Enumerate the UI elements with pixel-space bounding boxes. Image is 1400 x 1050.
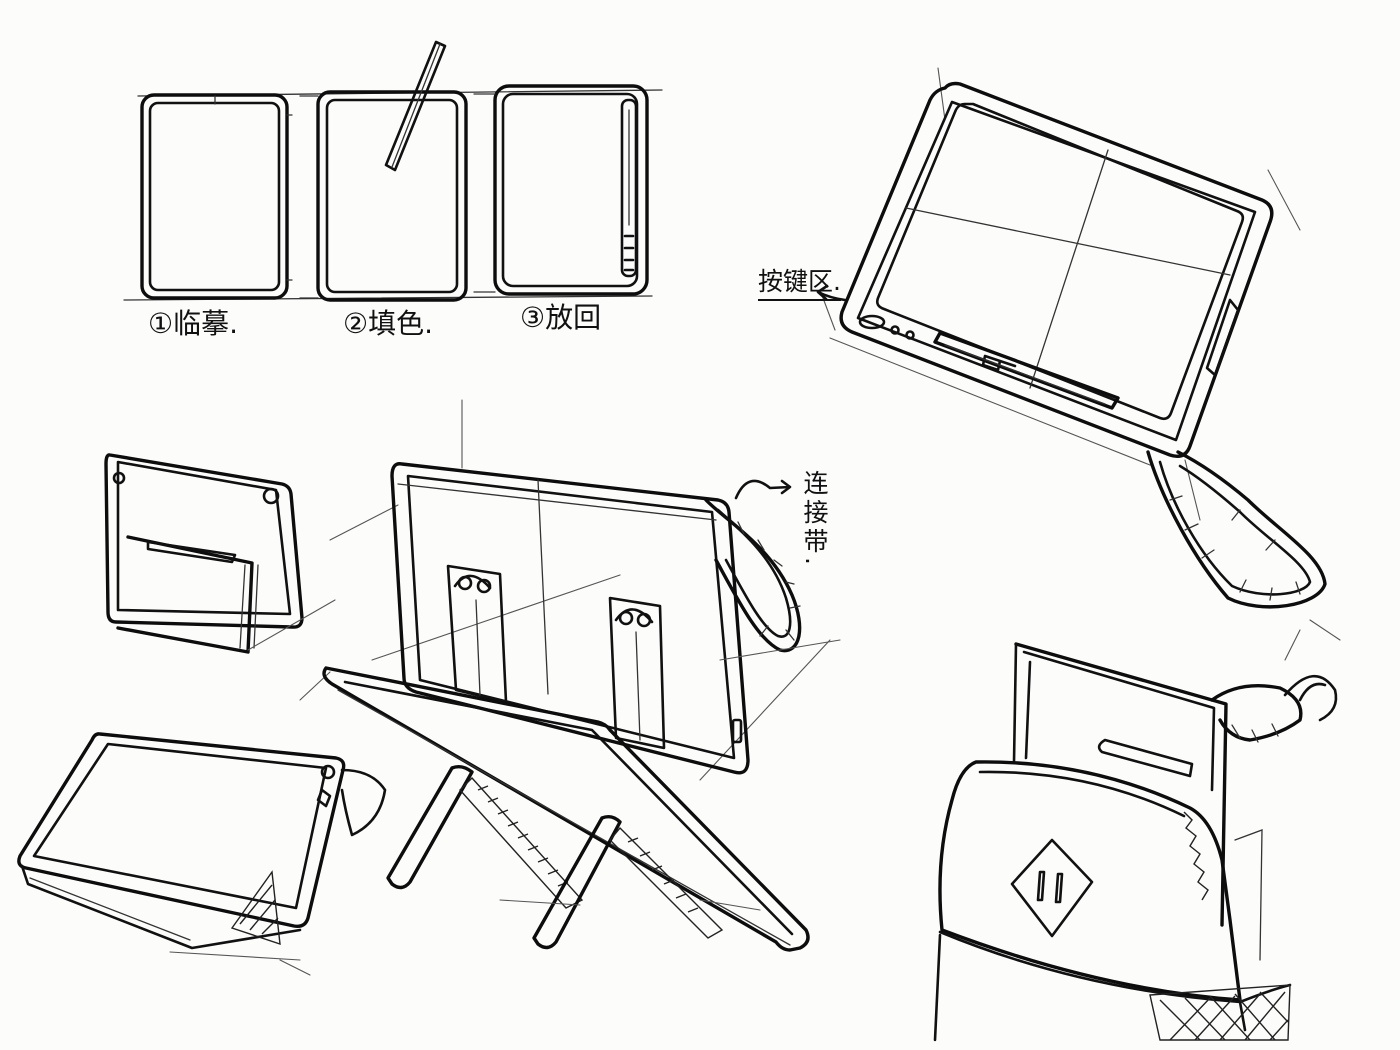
button-icon [890, 325, 900, 335]
arrow-to-buttons [816, 284, 847, 302]
side-button [1205, 298, 1240, 377]
tablet-kickstand-small [104, 453, 336, 654]
screen-guide-vertical [1029, 149, 1109, 389]
diamond-patch [1010, 838, 1094, 938]
stand-leg-right [532, 814, 724, 950]
center-seam [537, 479, 549, 695]
stand-hatched [230, 870, 281, 946]
case-inner-rim [856, 100, 1257, 442]
backpack [933, 760, 1292, 1042]
label-step2: ②填色. [343, 307, 434, 340]
stand-leg-left [386, 764, 584, 909]
button-strip [858, 314, 1120, 410]
backpack-pocket [938, 760, 1242, 1002]
wrist-strap [1146, 450, 1327, 609]
frame-inner [343, 680, 794, 936]
tablet-back-with-strap [329, 399, 831, 781]
pen-clip [1097, 738, 1194, 778]
arrow-to-strap [734, 479, 792, 500]
button-icon [905, 330, 915, 340]
strap-flap [340, 768, 387, 837]
label-step1: ①临摹. [148, 307, 239, 340]
tablet-in-backpack [933, 619, 1341, 1042]
tablet-perspective-with-strap [816, 67, 1327, 609]
screen-guide-horizontal [905, 207, 1231, 276]
screen [875, 102, 1245, 421]
tablet-step2 [299, 40, 468, 302]
label-button-area: 按键区. [758, 262, 841, 301]
step-sequence [123, 40, 663, 302]
case-back-outer [390, 462, 750, 775]
tablet-step1 [140, 93, 293, 300]
tablet-tilted [17, 732, 387, 976]
case-back-inner [406, 474, 736, 760]
zipper-teeth [1183, 811, 1209, 901]
tablet-tilted-screen [32, 742, 328, 910]
label-step3: ③放回 [520, 301, 602, 334]
connecting-strap [704, 498, 802, 653]
kickstand-slot [146, 540, 237, 564]
tablet-upright-edge [1014, 642, 1228, 927]
label-connecting-strap: 连接带. [800, 470, 829, 569]
port-icon [731, 718, 743, 744]
stylus-pen-out [384, 40, 447, 172]
tablet-a-frame-stand [299, 639, 841, 952]
frame-outer [322, 666, 810, 952]
holder-strip-right [608, 596, 743, 750]
hand [1283, 674, 1338, 722]
pen-slot [933, 331, 1120, 410]
stylus-pen-stored [620, 98, 638, 278]
mesh-pocket [1149, 984, 1291, 1041]
kickstand [116, 535, 254, 654]
tablet-step3 [473, 84, 649, 296]
holder-strip-left [446, 564, 508, 704]
